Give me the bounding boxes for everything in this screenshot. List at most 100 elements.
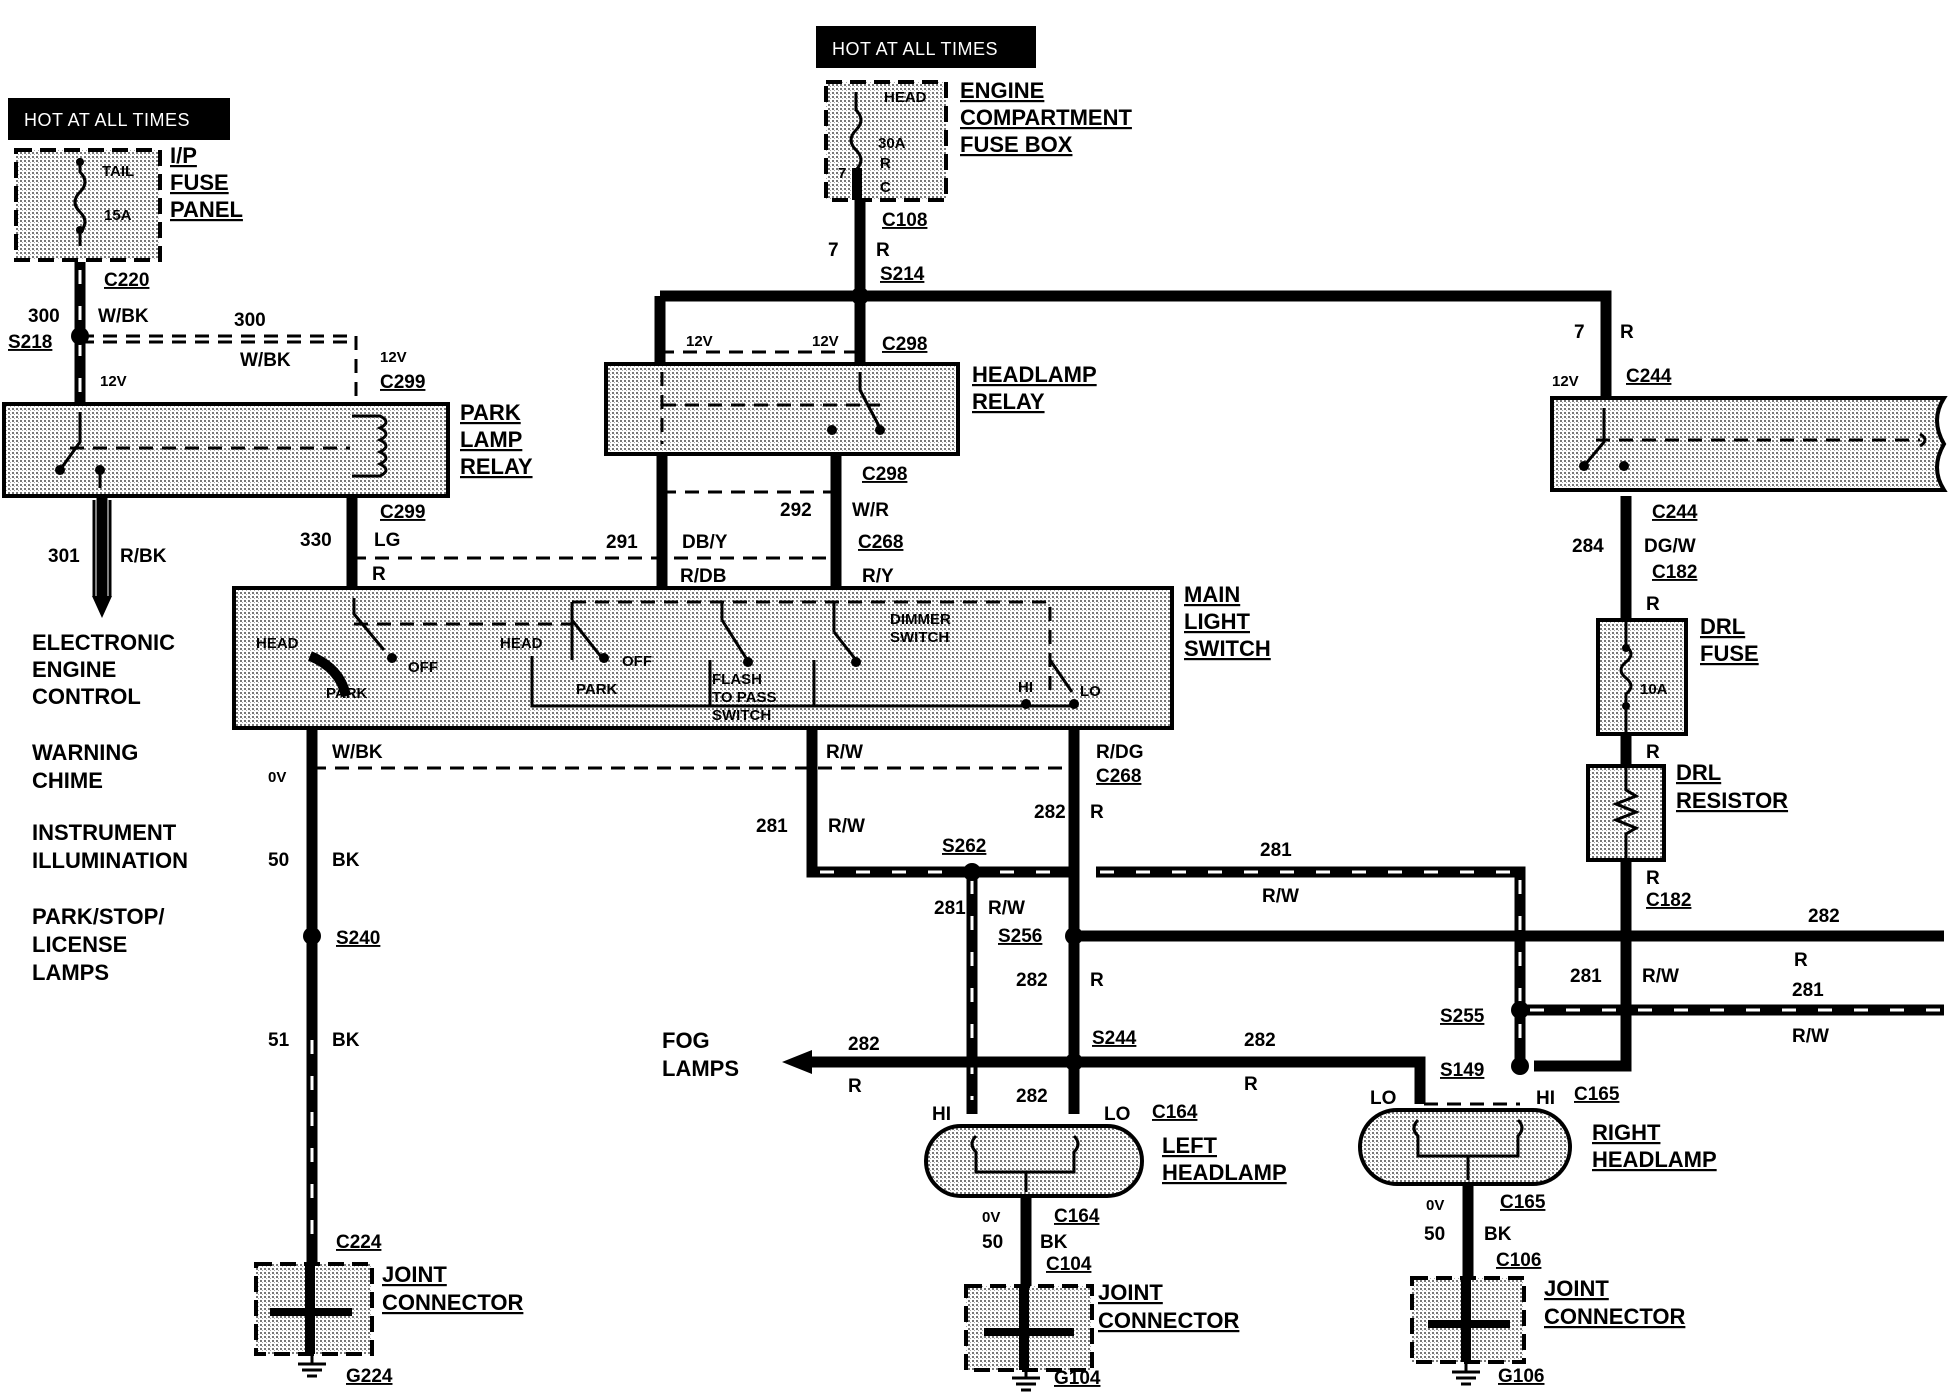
svg-text:30A: 30A [878, 135, 906, 152]
svg-text:LICENSE: LICENSE [32, 932, 127, 957]
svg-text:HEAD: HEAD [256, 635, 299, 652]
svg-text:282: 282 [1244, 1030, 1276, 1051]
joint-connector-g104: JOINT CONNECTOR [964, 1280, 1239, 1372]
svg-text:ELECTRONIC: ELECTRONIC [32, 630, 175, 655]
svg-text:SWITCH: SWITCH [712, 707, 771, 724]
svg-text:C268: C268 [858, 532, 903, 553]
svg-text:S214: S214 [880, 264, 925, 285]
svg-text:7: 7 [828, 240, 839, 261]
svg-text:C298: C298 [862, 464, 907, 485]
svg-text:R/W: R/W [826, 742, 863, 763]
svg-text:S240: S240 [336, 928, 380, 949]
svg-text:CHIME: CHIME [32, 768, 103, 793]
svg-text:C299: C299 [380, 502, 425, 523]
ip-fuse-panel: TAIL 15A I/P FUSE PANEL [14, 143, 243, 262]
svg-text:281: 281 [1260, 840, 1292, 861]
svg-text:R/W: R/W [1262, 886, 1299, 907]
svg-text:R: R [1646, 742, 1660, 763]
svg-text:R: R [1646, 594, 1660, 615]
svg-text:291: 291 [606, 532, 638, 553]
svg-text:R: R [1244, 1074, 1258, 1095]
svg-text:LAMPS: LAMPS [662, 1056, 739, 1081]
svg-text:BK: BK [332, 850, 360, 871]
svg-text:LO: LO [1104, 1104, 1130, 1125]
svg-text:R: R [1620, 322, 1634, 343]
svg-text:R/DB: R/DB [680, 566, 726, 587]
svg-text:PANEL: PANEL [170, 197, 243, 222]
svg-text:S262: S262 [942, 836, 986, 857]
svg-text:INSTRUMENT: INSTRUMENT [32, 820, 177, 845]
svg-text:I/P: I/P [170, 143, 197, 168]
wire-labels: C220 300 W/BK S218 300 W/BK 12V 12V C299… [8, 210, 1840, 1389]
svg-text:FUSE: FUSE [170, 170, 229, 195]
hot-label-top: HOT AT ALL TIMES [816, 26, 1036, 68]
svg-text:G104: G104 [1054, 1368, 1101, 1389]
svg-text:HEADLAMP: HEADLAMP [972, 362, 1097, 387]
drl-fuse: 10A DRL FUSE [1596, 614, 1759, 736]
drl-relay [1550, 396, 1948, 492]
svg-text:R: R [880, 155, 891, 172]
svg-text:0V: 0V [982, 1209, 1000, 1226]
svg-text:LAMP: LAMP [460, 427, 522, 452]
ground-icon [298, 1354, 1480, 1392]
svg-text:12V: 12V [812, 333, 839, 350]
svg-text:R/BK: R/BK [120, 546, 167, 567]
svg-text:S255: S255 [1440, 1006, 1485, 1027]
right-headlamp: RIGHT HEADLAMP [1358, 1108, 1717, 1186]
left-headlamp: LEFT HEADLAMP [924, 1124, 1287, 1198]
svg-text:HOT AT ALL TIMES: HOT AT ALL TIMES [24, 110, 190, 130]
svg-text:S218: S218 [8, 332, 52, 353]
svg-text:0V: 0V [268, 769, 286, 786]
engine-compartment-fuse-box: HEAD 30A 7 R C ENGINE COMPARTMENT FUSE B… [824, 78, 1132, 202]
svg-text:RESISTOR: RESISTOR [1676, 788, 1788, 813]
svg-text:G224: G224 [346, 1366, 393, 1387]
svg-text:BK: BK [1484, 1224, 1512, 1245]
svg-text:C298: C298 [882, 334, 927, 355]
svg-text:PARK: PARK [326, 685, 368, 702]
svg-text:12V: 12V [100, 373, 127, 390]
svg-text:C268: C268 [1096, 766, 1141, 787]
svg-text:LO: LO [1370, 1088, 1396, 1109]
svg-text:281: 281 [934, 898, 966, 919]
svg-text:330: 330 [300, 530, 332, 551]
svg-text:BK: BK [332, 1030, 360, 1051]
svg-text:7: 7 [838, 165, 846, 182]
svg-text:LG: LG [374, 530, 400, 551]
svg-text:0V: 0V [1426, 1197, 1444, 1214]
svg-text:FLASH: FLASH [712, 671, 762, 688]
svg-text:SWITCH: SWITCH [890, 629, 949, 646]
svg-text:HEADLAMP: HEADLAMP [1592, 1147, 1717, 1172]
svg-text:C182: C182 [1652, 562, 1697, 583]
svg-text:C224: C224 [336, 1232, 382, 1253]
svg-text:282: 282 [1016, 970, 1048, 991]
svg-text:15A: 15A [104, 207, 132, 224]
svg-text:281: 281 [756, 816, 788, 837]
drl-resistor: DRL RESISTOR [1586, 760, 1788, 862]
svg-text:PARK: PARK [576, 681, 618, 698]
splice-dots [71, 287, 1529, 1075]
svg-text:300: 300 [234, 310, 266, 331]
svg-text:JOINT: JOINT [382, 1262, 447, 1287]
svg-text:FUSE BOX: FUSE BOX [960, 132, 1073, 157]
svg-text:DRL: DRL [1676, 760, 1721, 785]
svg-text:292: 292 [780, 500, 812, 521]
svg-text:CONNECTOR: CONNECTOR [1544, 1304, 1685, 1329]
svg-text:7: 7 [1574, 322, 1585, 343]
svg-text:MAIN: MAIN [1184, 582, 1240, 607]
svg-text:51: 51 [268, 1030, 290, 1051]
svg-text:C182: C182 [1646, 890, 1691, 911]
svg-text:DB/Y: DB/Y [682, 532, 728, 553]
svg-text:RELAY: RELAY [460, 454, 533, 479]
svg-text:ENGINE: ENGINE [32, 657, 116, 682]
svg-text:HI: HI [932, 1104, 951, 1125]
park-lamp-relay: PARK LAMP RELAY [2, 400, 533, 498]
svg-text:R: R [1794, 950, 1808, 971]
svg-text:R: R [1090, 970, 1104, 991]
svg-text:LAMPS: LAMPS [32, 960, 109, 985]
svg-text:C: C [880, 179, 891, 196]
svg-text:C164: C164 [1152, 1102, 1198, 1123]
svg-text:HEADLAMP: HEADLAMP [1162, 1160, 1287, 1185]
svg-text:10A: 10A [1640, 681, 1668, 698]
svg-text:S244: S244 [1092, 1028, 1137, 1049]
svg-text:284: 284 [1572, 536, 1604, 557]
